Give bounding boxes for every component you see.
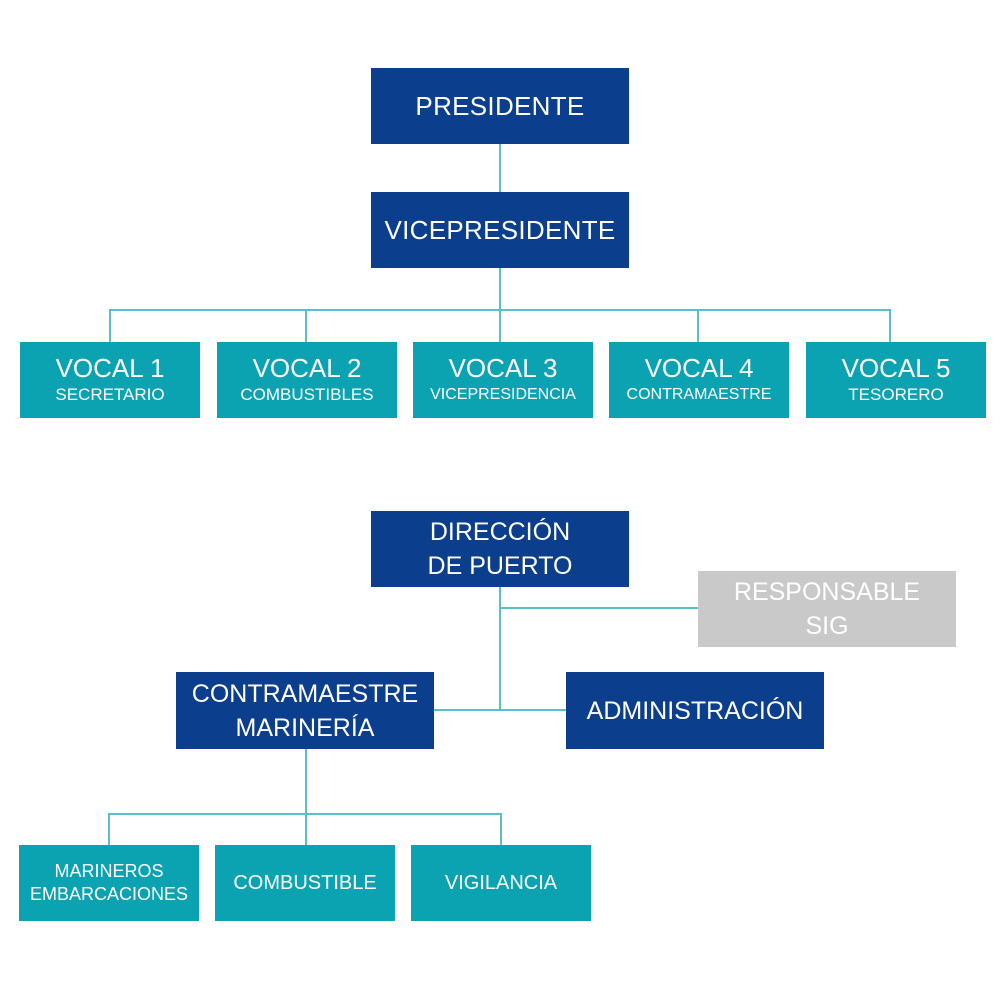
node-vice-president: VICEPRESIDENTE (371, 192, 629, 268)
connector-team-sailors (108, 813, 110, 845)
connector-president-vice (499, 143, 501, 192)
connector-team-fuel (305, 813, 307, 845)
vocal-role: VICEPRESIDENCIA (430, 386, 576, 403)
node-team-fuel-label: COMBUSTIBLE (233, 872, 377, 894)
connector-vocal-1 (109, 309, 111, 342)
vocal-role: TESORERO (848, 385, 944, 404)
node-port-direction-line-2: DE PUERTO (427, 552, 573, 580)
node-team-fuel: COMBUSTIBLE (215, 845, 395, 921)
node-team-sailors-line-1: MARINEROS (54, 861, 164, 881)
connector-sig (499, 607, 698, 609)
node-vocal-4: VOCAL 4 CONTRAMAESTRE (609, 342, 789, 418)
node-vocal-3: VOCAL 3 VICEPRESIDENCIA (413, 342, 593, 418)
connector-vocal-4 (697, 309, 699, 342)
node-sig-manager: RESPONSABLE SIG (698, 571, 956, 647)
node-administration-label: ADMINISTRACIÓN (586, 696, 804, 725)
vocal-role: COMBUSTIBLES (240, 385, 374, 404)
connector-direction-down (499, 586, 501, 711)
node-vocal-1: VOCAL 1 SECRETARIO (20, 342, 200, 418)
connector-departments-horizontal (433, 709, 567, 711)
node-sig-manager-line-1: RESPONSABLE (733, 578, 921, 606)
vocal-title: VOCAL 3 (448, 353, 558, 383)
connector-boatswain-down (305, 748, 307, 814)
node-team-sailors: MARINEROS EMBARCACIONES (19, 845, 199, 921)
vocal-title: VOCAL 5 (841, 353, 951, 383)
node-port-direction: DIRECCIÓN DE PUERTO (371, 511, 629, 587)
vocal-title: VOCAL 4 (644, 353, 754, 383)
vocal-title: VOCAL 2 (252, 353, 362, 383)
node-vice-president-label: VICEPRESIDENTE (384, 215, 616, 245)
node-administration: ADMINISTRACIÓN (566, 672, 824, 749)
vocal-role: SECRETARIO (55, 385, 165, 404)
vocal-role: CONTRAMAESTRE (626, 386, 772, 403)
node-vocal-5: VOCAL 5 TESORERO (806, 342, 986, 418)
node-sig-manager-line-2: SIG (805, 612, 849, 640)
connector-vocal-2 (305, 309, 307, 342)
connector-vocal-3 (499, 309, 501, 342)
node-port-direction-line-1: DIRECCIÓN (429, 518, 571, 546)
connector-team-security (500, 813, 502, 845)
node-boatswain-line-2: MARINERÍA (235, 713, 375, 742)
node-team-security: VIGILANCIA (411, 845, 591, 921)
node-president: PRESIDENTE (371, 68, 629, 144)
node-team-sailors-line-2: EMBARCACIONES (29, 884, 189, 904)
node-president-label: PRESIDENTE (415, 91, 585, 121)
vocal-title: VOCAL 1 (55, 353, 165, 383)
node-team-security-label: VIGILANCIA (444, 872, 558, 894)
node-vocal-2: VOCAL 2 COMBUSTIBLES (217, 342, 397, 418)
connector-vice-down (499, 267, 501, 310)
node-boatswain-line-1: CONTRAMAESTRE (191, 679, 419, 708)
node-boatswain: CONTRAMAESTRE MARINERÍA (176, 672, 434, 749)
connector-vocal-5 (889, 309, 891, 342)
